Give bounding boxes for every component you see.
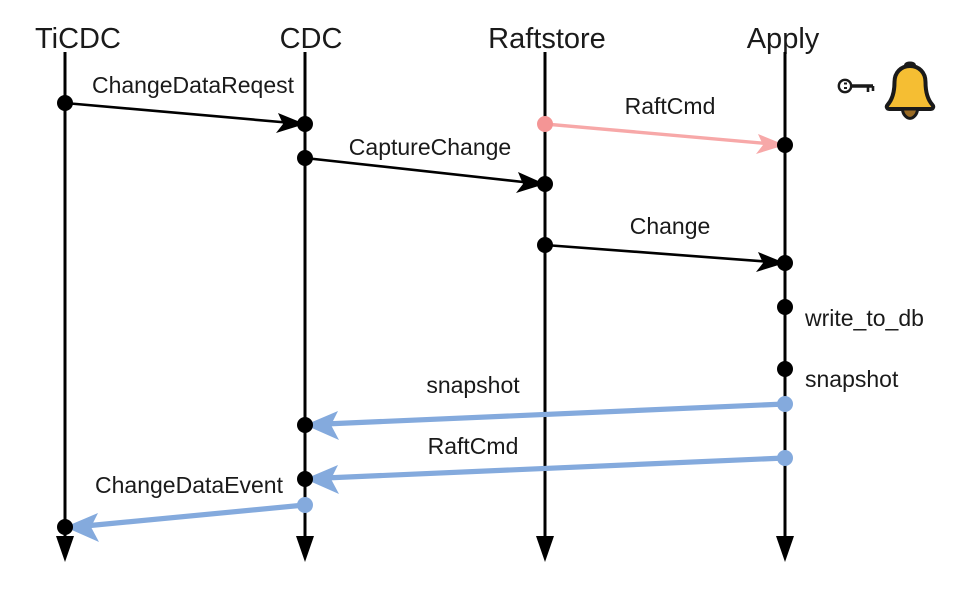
- message-arrowhead-capture-change: [516, 172, 545, 193]
- message-target-dot-change-data-event: [57, 519, 73, 535]
- lifeline-cdc[interactable]: CDC: [280, 23, 343, 562]
- lifelines-group: TiCDC CDC Raftstore Apply: [35, 23, 820, 562]
- lifeline-endpoint-arrow-cdc: [296, 536, 314, 562]
- message-arrowhead-change: [756, 252, 785, 272]
- message-line-change-data-event: [84, 502, 306, 529]
- message-label-snapshot-apply-cdc: snapshot: [426, 372, 520, 398]
- self-event-write-to-db[interactable]: write_to_db: [777, 299, 924, 331]
- lifeline-endpoint-arrow-raftstore: [536, 536, 554, 562]
- message-target-dot-change: [777, 255, 793, 271]
- message-label-capture-change: CaptureChange: [349, 134, 511, 160]
- message-arrowhead-snapshot-apply-cdc: [305, 411, 339, 440]
- message-line-snapshot-apply-cdc: [324, 401, 786, 427]
- self-event-label-snapshot-apply: snapshot: [805, 366, 899, 392]
- message-snapshot-apply-cdc[interactable]: snapshot: [297, 372, 793, 440]
- message-line-capture-change: [304, 156, 533, 185]
- message-origin-dot-raftcmd-raftstore-apply: [537, 116, 553, 132]
- message-arrowhead-change-data-event: [65, 513, 99, 542]
- message-label-change-data-reqest: ChangeDataReqest: [92, 72, 295, 98]
- message-origin-dot-change: [537, 237, 553, 253]
- message-target-dot-raftcmd-apply-cdc: [297, 471, 313, 487]
- message-change-data-reqest[interactable]: ChangeDataReqest: [57, 72, 313, 133]
- self-event-label-write-to-db: write_to_db: [804, 305, 924, 331]
- lifeline-raftstore[interactable]: Raftstore: [488, 23, 606, 562]
- self-event-snapshot-apply[interactable]: snapshot: [777, 361, 899, 392]
- message-arrowhead-raftcmd-apply-cdc: [305, 465, 339, 494]
- lifeline-endpoint-arrow-ticdc: [56, 536, 74, 562]
- message-label-change-data-event: ChangeDataEvent: [95, 472, 284, 498]
- lifeline-title-raftstore: Raftstore: [488, 23, 606, 55]
- message-target-dot-raftcmd-raftstore-apply: [777, 137, 793, 153]
- message-change[interactable]: Change: [537, 213, 793, 272]
- bell-icon: [884, 61, 936, 120]
- message-target-dot-snapshot-apply-cdc: [297, 417, 313, 433]
- message-capture-change[interactable]: CaptureChange: [297, 134, 553, 193]
- message-origin-dot-capture-change: [297, 150, 313, 166]
- message-origin-dot-raftcmd-apply-cdc: [777, 450, 793, 466]
- message-target-dot-change-data-reqest: [297, 116, 313, 132]
- lifeline-apply[interactable]: Apply: [747, 23, 820, 562]
- message-line-raftcmd-apply-cdc: [324, 455, 786, 481]
- lifeline-title-apply: Apply: [747, 23, 820, 55]
- lifeline-title-ticdc: TiCDC: [35, 23, 121, 55]
- message-label-raftcmd-raftstore-apply: RaftCmd: [625, 93, 716, 119]
- message-label-change: Change: [630, 213, 711, 239]
- message-origin-dot-change-data-reqest: [57, 95, 73, 111]
- message-raftcmd-apply-cdc[interactable]: RaftCmd: [297, 433, 793, 494]
- lifeline-ticdc[interactable]: TiCDC: [35, 23, 121, 562]
- message-origin-dot-snapshot-apply-cdc: [777, 396, 793, 412]
- message-arrowhead-change-data-reqest: [276, 113, 305, 133]
- message-target-dot-capture-change: [537, 176, 553, 192]
- self-event-dot-snapshot-apply: [777, 361, 793, 377]
- message-change-data-event[interactable]: ChangeDataEvent: [57, 472, 313, 542]
- message-origin-dot-change-data-event: [297, 497, 313, 513]
- self-event-dot-write-to-db: [777, 299, 793, 315]
- message-line-change: [544, 243, 773, 264]
- message-arrowhead-raftcmd-raftstore-apply: [756, 134, 785, 154]
- message-raftcmd-raftstore-apply[interactable]: RaftCmd: [537, 93, 793, 154]
- message-line-raftcmd-raftstore-apply: [544, 122, 773, 146]
- lifeline-endpoint-arrow-apply: [776, 536, 794, 562]
- message-line-change-data-reqest: [64, 101, 293, 125]
- lifeline-title-cdc: CDC: [280, 23, 343, 55]
- message-label-raftcmd-apply-cdc: RaftCmd: [428, 433, 519, 459]
- key-icon: [837, 78, 875, 94]
